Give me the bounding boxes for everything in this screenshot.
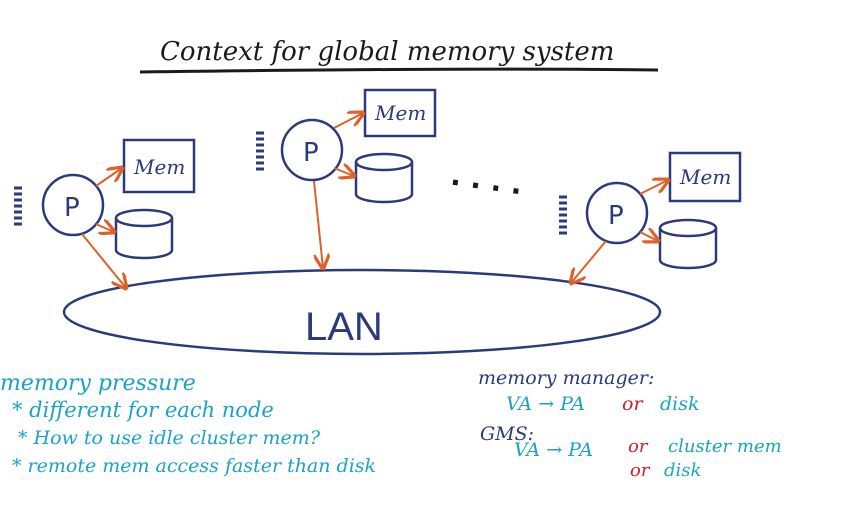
arrow-to-memory <box>333 113 363 129</box>
gms-or-1: or <box>628 436 649 457</box>
arrow-to-disk <box>639 232 658 241</box>
activity-squiggle-icon <box>559 195 567 235</box>
memory-pressure-notes: memory pressure * different for each nod… <box>0 371 376 477</box>
mm-or: or <box>622 393 644 415</box>
activity-squiggle-icon <box>256 131 264 171</box>
gms-heading: GMS: <box>480 423 534 445</box>
disk-icon <box>114 208 174 260</box>
processor-label: P <box>303 138 319 168</box>
ellipsis: . . . . <box>449 159 525 202</box>
memory-label: Mem <box>679 165 731 189</box>
gms-notes: GMS: VA → PA or cluster mem or disk <box>480 423 782 481</box>
gms-target-1: cluster mem <box>668 436 782 457</box>
bullet-1: * different for each node <box>12 398 274 422</box>
lan-label: LAN <box>305 305 383 349</box>
memory-manager-notes: memory manager: VA → PA or disk <box>478 367 700 415</box>
title-underline <box>139 67 659 74</box>
disk-icon <box>354 152 414 204</box>
arrow-to-lan <box>81 233 126 288</box>
node-2: P Mem <box>256 88 437 268</box>
arrow-to-memory <box>639 180 668 195</box>
arrow-to-memory <box>95 168 122 187</box>
arrow-to-lan <box>571 240 607 283</box>
bullet-2: * How to use idle cluster mem? <box>18 427 321 449</box>
node-3: P Mem <box>559 151 742 283</box>
memory-box <box>668 151 742 203</box>
memory-label: Mem <box>133 155 185 179</box>
arrow-to-disk <box>333 168 354 176</box>
memory-label: Mem <box>374 101 426 125</box>
gms-target-2: disk <box>664 460 701 481</box>
disk-icon <box>658 218 718 270</box>
processor-label: P <box>608 201 624 231</box>
page-title: Context for global memory system <box>160 37 614 67</box>
processor-label: P <box>64 193 80 223</box>
arrow-to-disk <box>95 224 114 232</box>
processor-circle <box>585 181 649 245</box>
mm-target: disk <box>660 393 700 415</box>
bullet-3: * remote mem access faster than disk <box>12 455 376 477</box>
memory-pressure-heading: memory pressure <box>0 371 196 396</box>
memory-manager-heading: memory manager: <box>478 367 654 389</box>
activity-squiggle-icon <box>14 186 22 226</box>
node-1: P Mem <box>14 138 196 288</box>
gms-mapping: VA → PA <box>514 439 593 461</box>
gms-or-2: or <box>630 460 651 481</box>
lan-ellipse <box>62 268 662 356</box>
processor-circle <box>280 118 344 182</box>
processor-circle <box>41 173 105 237</box>
mm-mapping: VA → PA <box>506 393 585 415</box>
arrow-to-lan <box>313 180 323 268</box>
